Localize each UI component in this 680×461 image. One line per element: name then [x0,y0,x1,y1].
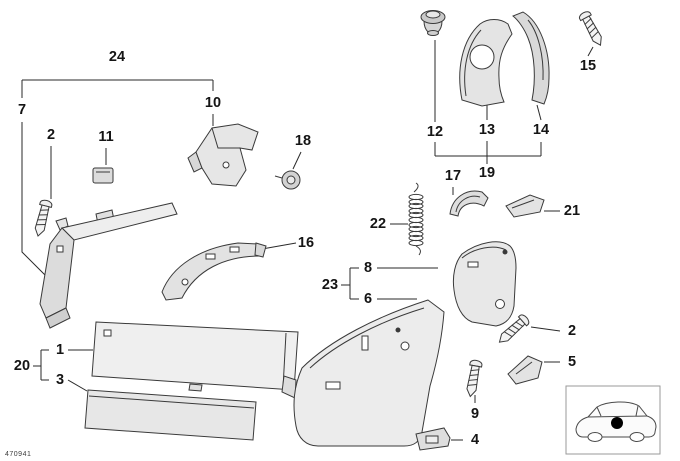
cap-18 [274,170,301,190]
bracket-5 [507,355,543,385]
guide-17 [449,190,489,217]
side-trim-8 [452,241,517,327]
strip-14 [512,11,550,105]
side-trim-6 [281,299,445,447]
panel-13 [459,19,513,107]
screw-15 [577,9,607,49]
seat-location-dot [611,417,623,429]
clip-11 [92,167,115,225]
cover-4 [415,427,451,451]
panel-1 [91,321,299,392]
trim-16 [161,242,267,301]
strip-3 [84,389,257,441]
screw-2-left [31,198,54,238]
diagram-code: 470941 [5,451,32,458]
trim-10 [187,123,259,187]
grommet-12 [420,10,446,36]
spring-22 [408,182,424,256]
leader-lines [21,40,594,441]
rail-7 [39,202,178,329]
screw-9 [463,358,484,399]
car-locator [565,385,661,455]
piece-21 [505,194,545,218]
